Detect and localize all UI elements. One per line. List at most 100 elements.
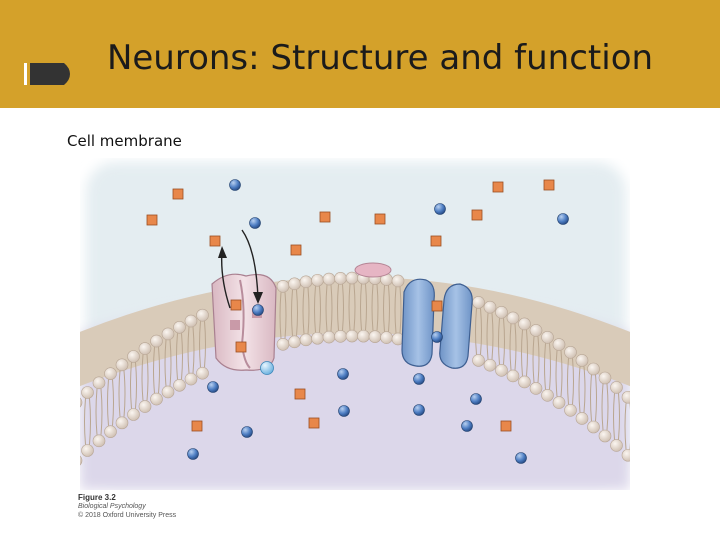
square-molecule-icon bbox=[471, 209, 483, 221]
lipid-tail bbox=[383, 285, 390, 332]
round-ion-icon bbox=[413, 373, 425, 385]
lipid-head bbox=[483, 300, 497, 314]
arrow-in bbox=[241, 229, 259, 299]
lipid-head bbox=[472, 296, 485, 309]
lipid-tail bbox=[567, 358, 574, 405]
square-molecule-icon bbox=[431, 300, 443, 312]
lipid-tail bbox=[153, 347, 160, 394]
lipid-head bbox=[552, 396, 566, 409]
lipid-head bbox=[299, 275, 313, 289]
square-molecule-icon bbox=[543, 179, 555, 191]
lipid-tail bbox=[601, 383, 609, 431]
lipid-head bbox=[81, 444, 94, 457]
square-molecule-icon bbox=[294, 388, 306, 400]
lipid-head bbox=[483, 358, 497, 372]
lipid-tail bbox=[141, 354, 149, 401]
lipid-tail bbox=[578, 366, 586, 413]
lipid-head bbox=[495, 364, 508, 377]
square-molecule-icon bbox=[191, 420, 203, 432]
lipid-tail bbox=[590, 374, 597, 422]
lipid-tail bbox=[95, 388, 103, 435]
lipid-head bbox=[380, 331, 393, 344]
lipid-head bbox=[621, 390, 630, 404]
lipid-head bbox=[80, 455, 83, 466]
lipid-head bbox=[80, 397, 83, 408]
lipid-head bbox=[299, 333, 313, 347]
square-molecule-icon bbox=[308, 417, 320, 429]
lipid-tail bbox=[532, 336, 540, 383]
square-molecule-icon bbox=[290, 244, 302, 256]
round-ion-icon bbox=[461, 420, 473, 432]
lipid-head bbox=[184, 372, 198, 386]
round-ion-icon bbox=[413, 404, 425, 416]
lipid-head bbox=[138, 400, 152, 413]
lipid-tail bbox=[371, 284, 379, 331]
lipid-head bbox=[575, 412, 589, 425]
lipid-head bbox=[104, 425, 117, 438]
lipid-tail bbox=[475, 308, 482, 355]
lipid-head bbox=[391, 274, 405, 288]
lipid-head bbox=[150, 334, 163, 348]
lipid-head bbox=[161, 385, 175, 399]
round-ion-icon bbox=[337, 368, 349, 380]
lipid-head bbox=[621, 448, 630, 462]
lipid-tail bbox=[130, 362, 137, 409]
lipid-tail bbox=[624, 403, 630, 450]
lipid-head bbox=[127, 408, 140, 421]
lipid-head bbox=[104, 367, 117, 380]
lipid-head bbox=[184, 314, 198, 328]
square-molecule-icon bbox=[492, 181, 504, 193]
round-ion-icon bbox=[187, 448, 199, 460]
lipid-tail bbox=[394, 286, 402, 334]
transport-arrows bbox=[218, 229, 263, 309]
square-molecule-icon bbox=[146, 214, 158, 226]
carrier-protein bbox=[211, 273, 277, 371]
lipid-head bbox=[345, 329, 359, 343]
lipid-head bbox=[506, 369, 520, 383]
lipid-tails bbox=[84, 283, 630, 450]
lipid-head bbox=[587, 420, 600, 434]
lipid-head bbox=[518, 317, 531, 331]
lipid-tail bbox=[302, 287, 310, 334]
lipid-tail bbox=[337, 284, 344, 331]
lipid-head bbox=[368, 330, 382, 343]
lipid-head bbox=[345, 271, 359, 285]
lipid-head bbox=[276, 337, 290, 351]
lipid-head bbox=[598, 429, 612, 443]
figure-copyright: © 2018 Oxford University Press bbox=[78, 512, 177, 519]
lipid-head bbox=[598, 371, 612, 385]
round-ion-icon bbox=[252, 304, 264, 316]
lipid-head bbox=[610, 439, 623, 452]
lipid-head bbox=[311, 331, 324, 345]
lipid-tail bbox=[199, 321, 206, 368]
square-molecule-icon bbox=[209, 235, 221, 247]
channel-protein bbox=[401, 278, 473, 369]
figure-label: Figure 3.2 bbox=[78, 493, 116, 502]
lipid-tail bbox=[84, 398, 91, 445]
lipid-tail bbox=[521, 329, 528, 377]
square-molecule-icon bbox=[374, 213, 386, 225]
slide-tab-icon bbox=[24, 63, 70, 85]
lipid-head bbox=[357, 329, 370, 343]
lipid-head bbox=[472, 354, 485, 367]
lipid-tail bbox=[498, 318, 505, 365]
round-ion-icon bbox=[260, 361, 274, 375]
lipid-head bbox=[115, 358, 129, 372]
lipid-heads bbox=[80, 271, 630, 466]
round-ion-icon bbox=[515, 452, 527, 464]
surface-protein bbox=[354, 262, 392, 278]
lipid-head bbox=[127, 350, 140, 363]
round-ion-icon bbox=[338, 405, 350, 417]
square-molecule-icon bbox=[172, 188, 184, 200]
lipid-head bbox=[529, 324, 543, 337]
lipid-head bbox=[506, 311, 520, 325]
lipid-head bbox=[150, 392, 163, 406]
lipid-head bbox=[81, 386, 94, 399]
round-ion-icon bbox=[431, 331, 443, 343]
round-ion-icon bbox=[241, 426, 253, 438]
lipid-tail bbox=[613, 393, 620, 440]
lipid-head bbox=[564, 404, 577, 417]
lipid-tail bbox=[486, 313, 494, 360]
lipid-head bbox=[495, 306, 508, 319]
particles bbox=[146, 179, 569, 464]
